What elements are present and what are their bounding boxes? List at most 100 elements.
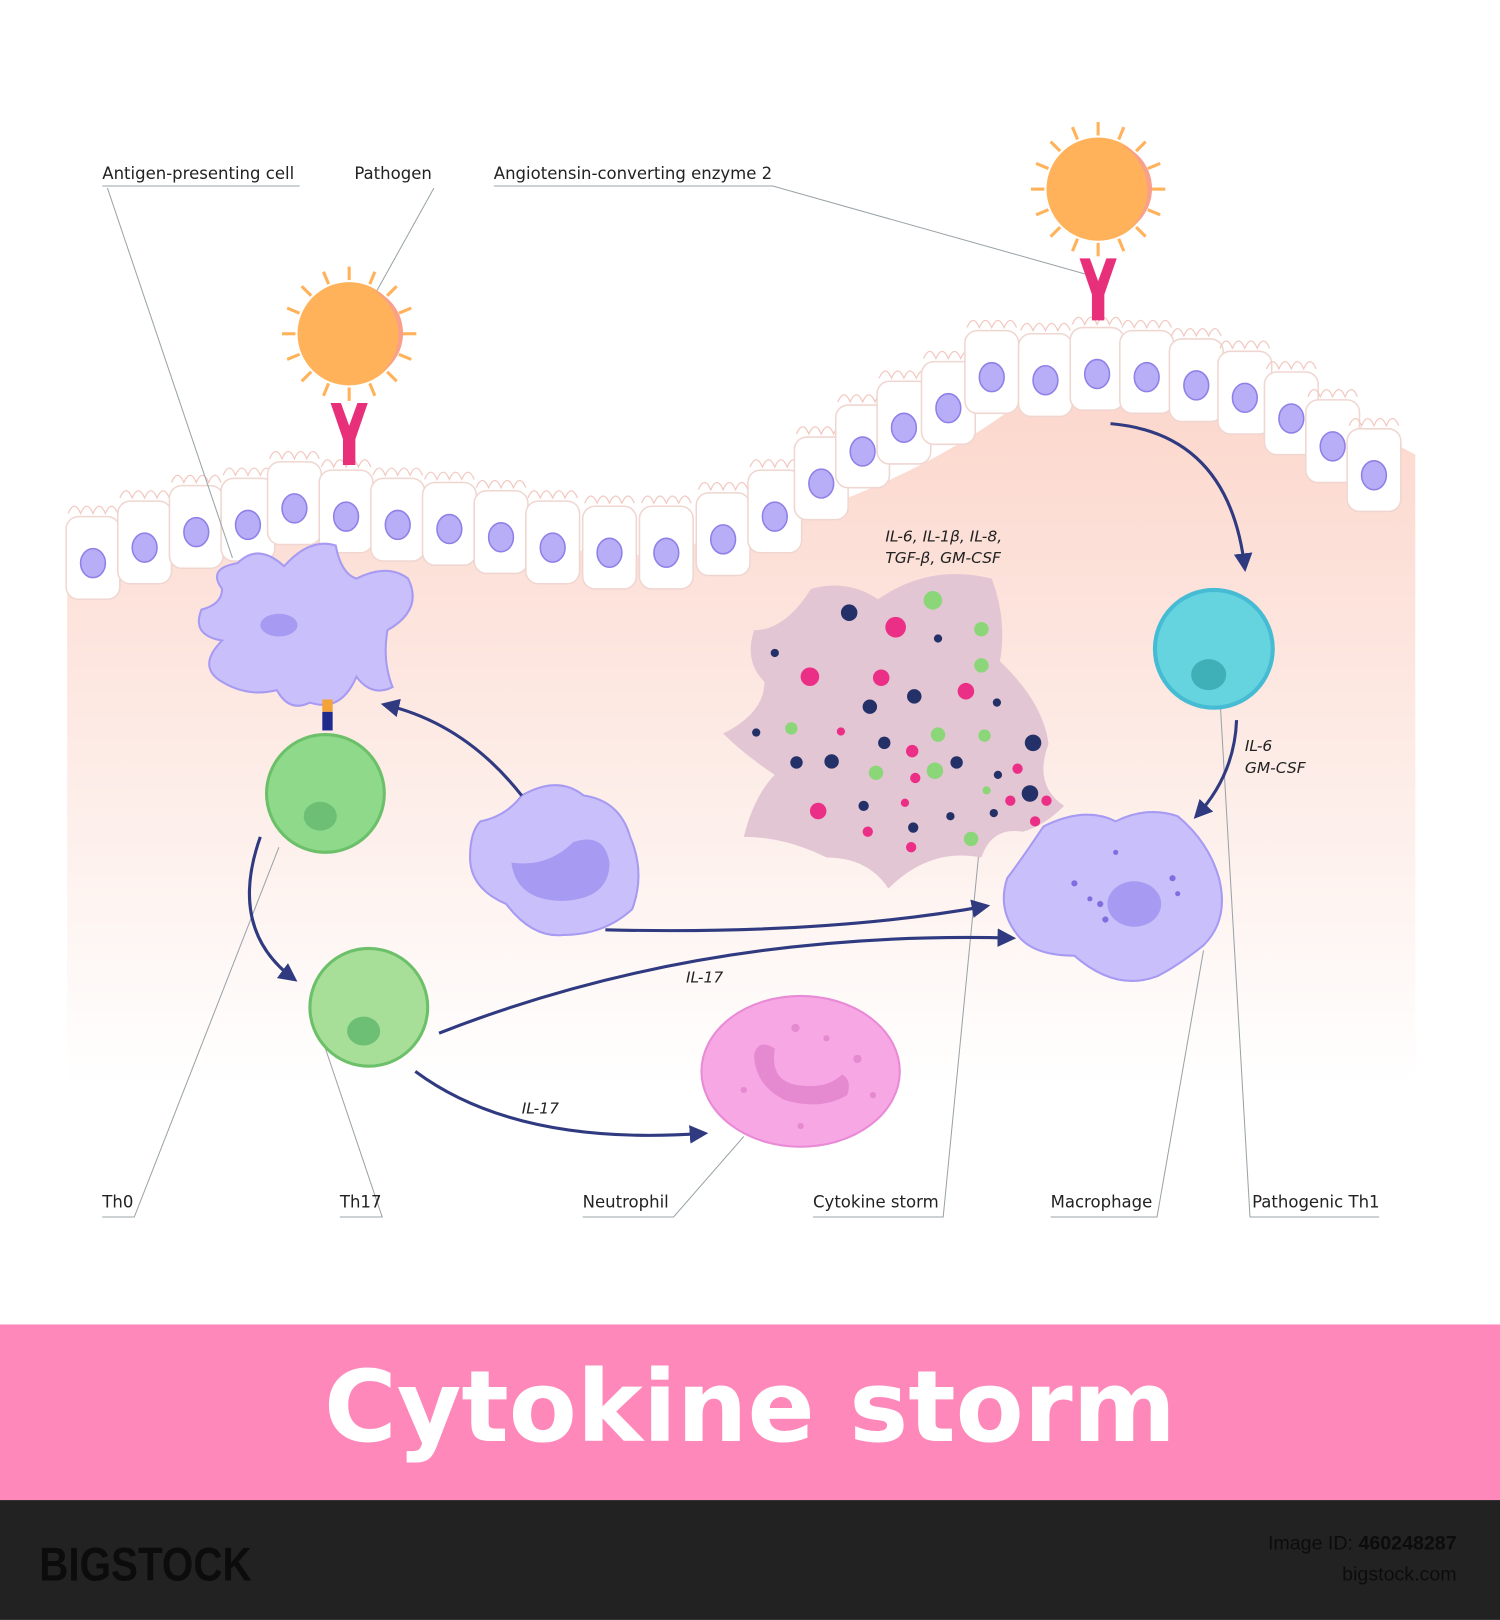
label-pathogen: Pathogen	[354, 164, 432, 183]
cytokine-granule	[992, 698, 1002, 707]
cytokine-granule	[878, 736, 891, 750]
site-link[interactable]: bigstock.com	[1342, 1564, 1456, 1586]
cytokine-granule	[1005, 795, 1016, 806]
image-id: Image ID: 460248287	[1268, 1533, 1457, 1555]
cytokine-granule	[836, 727, 846, 736]
cytokine-granule	[974, 621, 989, 637]
cytokine-granule	[957, 682, 975, 700]
th1-cytokine-line2: GM-CSF	[1245, 759, 1307, 777]
cilia	[475, 479, 527, 490]
cytokine-granule	[910, 772, 921, 784]
spike	[398, 306, 412, 315]
cilia	[1170, 328, 1222, 338]
pathogen-virus	[282, 266, 417, 401]
spike	[300, 285, 313, 297]
th17-cell	[308, 946, 430, 1068]
cytokine-granule	[950, 756, 963, 769]
spike	[386, 285, 398, 297]
cytokine-granule	[1021, 785, 1039, 802]
nucleus	[1278, 403, 1305, 434]
cytokine-granule	[862, 699, 878, 714]
cilia	[1307, 388, 1359, 399]
il17-label-neutrophil: IL-17	[522, 1100, 559, 1118]
label-th17: Th17	[339, 1193, 382, 1212]
nucleus	[234, 509, 262, 541]
cytokine-granule	[923, 590, 943, 610]
nucleus	[332, 501, 360, 532]
cilia	[878, 370, 930, 380]
footer-bar	[0, 1500, 1500, 1620]
cytokine-granule	[993, 770, 1003, 780]
ace2-receptor	[330, 402, 368, 465]
nucleus	[1360, 460, 1388, 491]
ace2-receptor	[1079, 258, 1117, 321]
cilia	[697, 481, 749, 492]
macrophage-cell	[1002, 811, 1223, 983]
cilia	[170, 474, 222, 485]
label-macrophage: Macrophage	[1051, 1193, 1153, 1212]
nucleus	[709, 524, 737, 555]
antigen-presenting-cell	[197, 542, 414, 731]
nucleus	[978, 361, 1005, 393]
bigstock-logo: BIGSTOCK	[39, 1539, 252, 1592]
diagram-title: Cytokine storm	[324, 1350, 1176, 1465]
spike	[322, 382, 331, 397]
spike	[300, 370, 313, 383]
spike	[1035, 162, 1050, 171]
label-th0: Th0	[101, 1193, 133, 1212]
cytokine-granule	[1024, 734, 1042, 752]
spike	[1135, 226, 1147, 238]
cilia	[269, 450, 320, 461]
spike	[1035, 208, 1050, 217]
cytokine-granule	[930, 727, 946, 742]
nucleus	[1231, 382, 1259, 414]
cytokine-granule	[978, 729, 991, 742]
cytokine-granule	[907, 689, 922, 704]
cilia	[749, 459, 801, 469]
nucleus	[183, 516, 210, 548]
cytokine-granule	[840, 604, 858, 621]
cilia	[119, 490, 170, 500]
cytokine-granule	[790, 756, 803, 769]
spike	[368, 382, 377, 397]
spike	[1071, 126, 1080, 141]
nucleus	[761, 501, 788, 532]
label-neutrophil: Neutrophil	[583, 1193, 669, 1212]
cytokine-granule	[868, 765, 884, 781]
cytokine-granule	[989, 808, 998, 818]
cilia	[1020, 322, 1071, 333]
nucleus	[653, 537, 680, 569]
spike	[386, 370, 398, 383]
cytokine-granule	[905, 842, 917, 853]
cytokine-granule	[926, 762, 944, 780]
cytokine-granule	[905, 744, 919, 758]
cytokine-granule	[1041, 795, 1052, 806]
cilia	[640, 495, 692, 505]
cilia	[1121, 319, 1173, 330]
cilia	[527, 490, 579, 500]
spike	[286, 306, 301, 315]
nucleus	[890, 412, 918, 444]
cytokine-granule	[752, 728, 761, 737]
spike	[286, 352, 301, 361]
nucleus	[1032, 365, 1059, 396]
cilia	[372, 467, 424, 477]
nucleus	[596, 537, 623, 569]
cytokine-list-line2: TGF-β, GM-CSF	[885, 549, 1002, 567]
cilia	[67, 505, 119, 516]
cilia	[1071, 316, 1123, 327]
spike	[1135, 140, 1147, 153]
cytokine-list-line1: IL-6, IL-1β, IL-8,	[885, 527, 1002, 545]
spike	[398, 352, 412, 361]
th1-cytokine-line1: IL-6	[1245, 737, 1273, 755]
cilia	[320, 459, 372, 469]
spike	[1049, 226, 1062, 238]
il17-label-macrophage: IL-17	[686, 969, 723, 987]
cytokine-granule	[858, 800, 869, 812]
cytokine-granule	[809, 802, 827, 820]
label-antigen-presenting-cell: Antigen-presenting cell	[102, 164, 294, 183]
leader-lines	[102, 185, 1380, 1218]
cytokine-granule	[963, 831, 979, 847]
nucleus	[1083, 358, 1111, 390]
